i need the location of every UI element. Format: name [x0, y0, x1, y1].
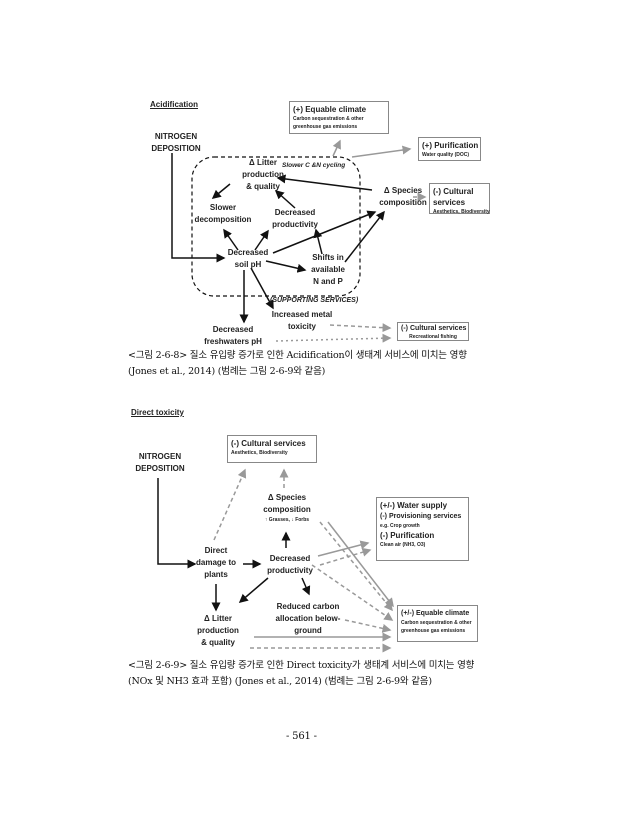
box-sub: Clean air (NH3, O3): [380, 542, 426, 548]
productivity-node: Decreased productivity: [272, 207, 318, 231]
box-title: (-) Purification: [380, 531, 435, 540]
label: production: [197, 626, 239, 635]
label: plants: [204, 570, 228, 579]
label: Decreased: [227, 248, 269, 257]
label: Slower: [209, 203, 237, 212]
label: NITROGEN: [154, 132, 198, 141]
label: DEPOSITION: [135, 464, 185, 473]
page-number: - 561 -: [286, 731, 317, 742]
label: production: [242, 170, 284, 179]
direct-damage-node: Direct damage to plants: [196, 545, 236, 581]
box-sub: Aesthetics, Biodiversity: [433, 209, 490, 215]
label: DEPOSITION: [151, 144, 201, 153]
box-sub: Water quality (DOC): [422, 152, 470, 158]
box-title: (-) Cultural: [433, 187, 474, 196]
shifts-node: Shifts in available N and P: [311, 252, 345, 288]
fig1-heading: Acidification: [150, 100, 199, 109]
label: composition: [263, 505, 311, 514]
box-title: (+/-) Water supply: [380, 501, 448, 510]
label: freshwaters pH: [204, 337, 262, 346]
label: damage to: [195, 558, 237, 567]
caption-line: <그림 2-6-9> 질소 유입량 증가로 인한 Direct toxicity…: [128, 660, 475, 671]
box-title: (+) Purification: [422, 141, 479, 150]
label: productivity: [272, 220, 318, 229]
label: decomposition: [194, 215, 252, 224]
species-node: Δ Species composition: [379, 185, 427, 209]
label: Δ Litter: [204, 614, 232, 623]
label: & quality: [201, 638, 235, 647]
box-title: (-) Provisioning services: [380, 513, 462, 520]
label: Direct: [204, 546, 228, 555]
label: toxicity: [287, 322, 317, 331]
freshwater-ph-node: Decreased freshwaters pH: [204, 324, 262, 348]
box-title: (-) Cultural services: [231, 439, 306, 448]
box-sub: greenhouse gas emissions: [293, 124, 358, 130]
fig1-caption: <그림 2-6-8> 질소 유입량 증가로 인한 Acidification이 …: [128, 348, 467, 380]
box-title: services: [433, 198, 466, 207]
carbon-allocation-node: Reduced carbon allocation below-ground: [276, 601, 341, 637]
soil-ph-node: Decreased soil pH: [228, 247, 268, 271]
label: productivity: [267, 566, 313, 575]
label: composition: [379, 198, 427, 207]
box-sub: Recreational fishing: [409, 334, 457, 340]
label: N and P: [313, 277, 343, 286]
label: Δ Species: [383, 186, 423, 195]
caption-line: (NOx 및 NH3 효과 포함) (Jones et al., 2014) (…: [128, 676, 432, 687]
label: available: [311, 265, 345, 274]
fig2-heading: Direct toxicity: [131, 408, 184, 417]
label: Decreased: [212, 325, 254, 334]
caption-line: (Jones et al., 2014) (범례는 그림 2-6-9와 같음): [128, 366, 326, 377]
box-title: (+/-) Equable climate: [401, 610, 470, 617]
metal-toxicity-node: Increased metal toxicity: [272, 309, 332, 333]
litter-node: Δ Litter production & quality: [242, 157, 284, 193]
cycling-label: Slower C &N cycling: [282, 162, 346, 169]
label: allocation below-: [275, 614, 341, 623]
label: Decreased: [274, 208, 316, 217]
label: Shifts in: [312, 253, 344, 262]
caption-line: <그림 2-6-8> 질소 유입량 증가로 인한 Acidification이 …: [128, 350, 467, 361]
box-sub: Carbon sequestration & other: [293, 116, 364, 122]
label: ground: [294, 626, 322, 635]
label: Increased metal: [271, 310, 333, 319]
species-node: Δ Species composition ↑ Grasses, ↓ Forbs: [263, 492, 311, 524]
box-title: (+) Equable climate: [293, 105, 367, 114]
label: & quality: [246, 182, 280, 191]
label: ↑ Grasses, ↓ Forbs: [264, 517, 310, 523]
box-sub: Aesthetics, Biodiversity: [231, 450, 288, 456]
label: Δ Species: [267, 493, 307, 502]
water-supply-box: (+/-) Water supply (-) Provisioning servi…: [376, 497, 469, 561]
label: soil pH: [234, 260, 262, 269]
box-sub: Carbon sequestration & other: [401, 620, 472, 626]
productivity-node: Decreased productivity: [267, 553, 313, 577]
box-sub: e.g. Crop growth: [380, 523, 420, 529]
label: Reduced carbon: [276, 602, 340, 611]
fig1-nitrogen-deposition: NITROGEN DEPOSITION: [151, 131, 200, 155]
box-sub: greenhouse gas emissions: [401, 628, 466, 634]
label: Decreased: [269, 554, 311, 563]
fig2-caption: <그림 2-6-9> 질소 유입량 증가로 인한 Direct toxicity…: [128, 658, 474, 690]
box-title: (-) Cultural services: [401, 325, 467, 332]
supporting-services-label: (SUPPORTING SERVICES): [270, 297, 359, 304]
slower-decomposition-node: Slower decomposition: [195, 202, 252, 226]
label: Δ Litter: [249, 158, 277, 167]
fig2-nitrogen-deposition: NITROGEN DEPOSITION: [135, 451, 184, 475]
litter-node: Δ Litter production & quality: [197, 613, 239, 649]
label: NITROGEN: [138, 452, 182, 461]
